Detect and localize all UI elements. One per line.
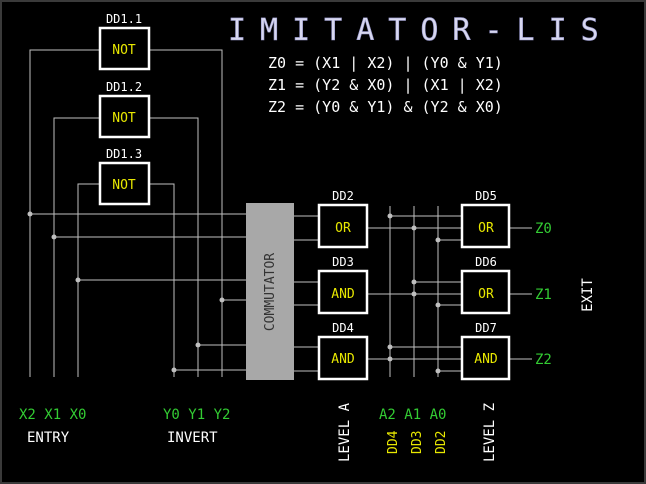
input-wires xyxy=(29,49,247,377)
gate-dd1-1-name: DD1.1 xyxy=(106,12,142,26)
gate-dd6-func: OR xyxy=(478,287,494,302)
invert-label: INVERT xyxy=(167,430,218,446)
output-z0: Z0 xyxy=(535,221,552,237)
commutator-label: COMMUTATOR xyxy=(263,253,278,331)
gate-dd4-func: AND xyxy=(331,352,355,367)
equation-z0: Z0 = (X1 | X2) | (Y0 & Y1) xyxy=(268,54,503,72)
gate-dd7-name: DD7 xyxy=(475,321,497,335)
entry-label: ENTRY xyxy=(27,430,70,446)
commutator-wires xyxy=(294,215,319,372)
gate-dd4: DD4 AND xyxy=(317,321,369,381)
gate-dd1-2: DD1.2 NOT xyxy=(98,80,151,139)
gate-dd1-3-func: NOT xyxy=(112,178,136,193)
gate-dd1-1: DD1.1 NOT xyxy=(98,12,151,71)
address-chip-dd3: DD3 xyxy=(410,431,425,454)
output-z1: Z1 xyxy=(535,287,552,303)
address-chip-dd2: DD2 xyxy=(434,431,449,454)
app-title: IMITATOR-LIS xyxy=(228,13,613,48)
equation-z2: Z2 = (Y0 & Y1) & (Y2 & X0) xyxy=(268,98,503,116)
gate-dd2-func: OR xyxy=(335,221,351,236)
address-signals: A2 A1 A0 xyxy=(379,407,446,423)
gate-dd2: DD2 OR xyxy=(317,189,369,249)
level-a-junctions xyxy=(387,213,441,374)
gate-dd1-3: DD1.3 NOT xyxy=(98,147,151,206)
output-z2: Z2 xyxy=(535,352,552,368)
commutator-block xyxy=(246,203,294,380)
exit-label: EXIT xyxy=(580,278,596,312)
gate-dd1-3-name: DD1.3 xyxy=(106,147,142,161)
gate-dd1-1-func: NOT xyxy=(112,43,136,58)
output-wires xyxy=(509,227,532,360)
level-a-label: LEVEL A xyxy=(337,402,353,462)
gate-dd3-name: DD3 xyxy=(332,255,354,269)
gate-dd5: DD5 OR xyxy=(460,189,511,249)
gate-dd2-name: DD2 xyxy=(332,189,354,203)
gate-dd5-func: OR xyxy=(478,221,494,236)
input-junctions xyxy=(27,211,225,373)
gate-dd6-name: DD6 xyxy=(475,255,497,269)
gate-dd6: DD6 OR xyxy=(460,255,511,315)
gate-dd3: DD3 AND xyxy=(317,255,369,315)
address-chip-dd4: DD4 xyxy=(386,430,401,454)
gate-dd3-func: AND xyxy=(331,287,355,302)
gate-dd4-name: DD4 xyxy=(332,321,354,335)
level-z-label: LEVEL Z xyxy=(482,403,498,462)
invert-signals: Y0 Y1 Y2 xyxy=(163,407,230,423)
level-a-wires xyxy=(367,206,462,377)
gate-dd1-2-func: NOT xyxy=(112,111,136,126)
gate-dd7: DD7 AND xyxy=(460,321,511,381)
gate-dd5-name: DD5 xyxy=(475,189,497,203)
gate-dd7-func: AND xyxy=(474,352,498,367)
entry-signals: X2 X1 X0 xyxy=(19,407,86,423)
gate-dd1-2-name: DD1.2 xyxy=(106,80,142,94)
equation-z1: Z1 = (Y2 & X0) | (X1 | X2) xyxy=(268,76,503,94)
